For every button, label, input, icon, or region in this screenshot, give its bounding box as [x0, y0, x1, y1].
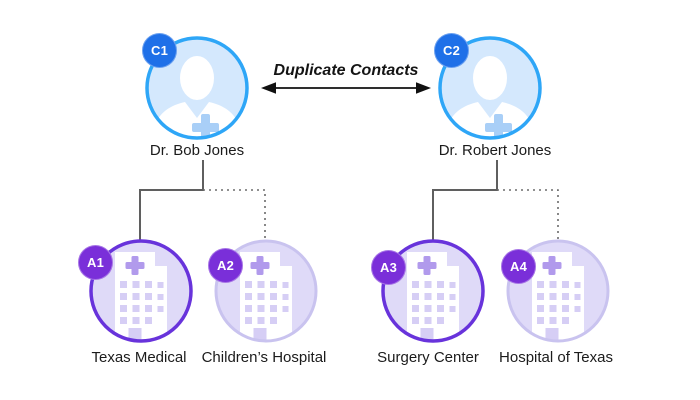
connector-c1-a2 — [203, 189, 266, 241]
account-badge-a2: A2 — [208, 248, 243, 283]
contact-name-c2: Dr. Robert Jones — [438, 142, 552, 159]
hospital-building-icon — [381, 239, 485, 343]
contact-name-c1: Dr. Bob Jones — [149, 142, 245, 159]
doctor-avatar-icon — [438, 36, 542, 140]
account-badge-a1: A1 — [78, 245, 113, 280]
account-name-a1: Texas Medical — [91, 349, 187, 366]
account-badge-a4: A4 — [501, 249, 536, 284]
connector-c2-a3 — [432, 160, 498, 242]
duplicate-contacts-label: Duplicate Contacts — [273, 62, 419, 79]
account-name-a3: Surgery Center — [377, 349, 479, 366]
hospital-building-icon — [89, 239, 193, 343]
doctor-avatar-icon — [145, 36, 249, 140]
connector-c1-a1 — [139, 160, 204, 242]
account-name-a2: Children’s Hospital — [201, 349, 327, 366]
account-badge-a3: A3 — [371, 250, 406, 285]
contact-badge-c2: C2 — [434, 33, 469, 68]
connector-c2-a4 — [497, 189, 559, 241]
duplicate-arrow — [261, 82, 431, 94]
contact-badge-c1: C1 — [142, 33, 177, 68]
account-name-a4: Hospital of Texas — [499, 349, 613, 366]
